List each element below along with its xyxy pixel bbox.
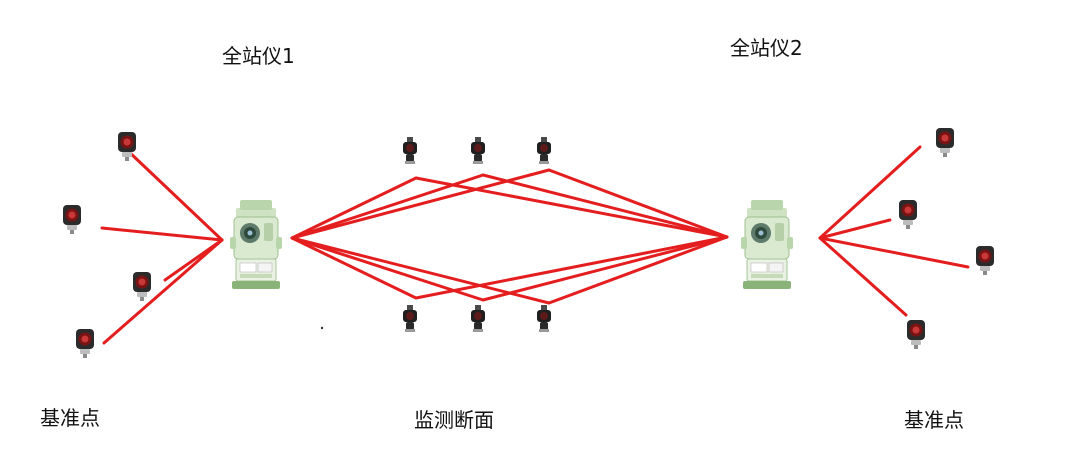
- sight-line: [818, 218, 892, 240]
- sight-line: [481, 173, 729, 239]
- monitoring-prism-icon: [537, 305, 551, 332]
- sight-line: [547, 168, 729, 239]
- benchmark-left-label: 基准点: [40, 406, 100, 430]
- station-2-label: 全站仪2: [730, 36, 803, 60]
- monitoring-section-label: 监测断面: [414, 408, 494, 432]
- monitoring-prism-icon: [403, 137, 417, 164]
- sight-line: [414, 235, 729, 300]
- reference-points-left: [63, 132, 151, 358]
- monitoring-prism-icon: [403, 305, 417, 332]
- reference-prism-icon: [76, 329, 94, 358]
- sight-line: [818, 236, 970, 269]
- station-1-label: 全站仪1: [222, 44, 295, 68]
- total-station-icon: [740, 199, 794, 290]
- reference-prism-icon: [907, 320, 925, 349]
- monitoring-points: [403, 137, 551, 332]
- benchmark-right-label: 基准点: [904, 408, 964, 432]
- reference-prism-icon: [899, 200, 917, 229]
- sight-line: [414, 176, 729, 239]
- sight-line: [290, 236, 551, 305]
- reference-prism-icon: [936, 128, 954, 157]
- sight-line: [100, 226, 224, 242]
- sight-line: [818, 236, 908, 317]
- monitoring-prism-icon: [537, 137, 551, 164]
- sight-line: [290, 176, 418, 240]
- reference-points-right: [899, 128, 994, 349]
- total-station-icon: [229, 199, 283, 290]
- sight-line: [818, 145, 922, 240]
- reference-prism-icon: [133, 272, 151, 301]
- reference-prism-icon: [63, 205, 81, 234]
- sight-lines: [100, 145, 970, 345]
- sight-line: [290, 236, 418, 300]
- sight-line: [547, 235, 729, 305]
- monitoring-prism-icon: [471, 305, 485, 332]
- sight-line: [481, 235, 729, 302]
- sight-line: [102, 238, 224, 345]
- monitoring-prism-icon: [471, 137, 485, 164]
- reference-prism-icon: [976, 246, 994, 275]
- sight-line: [125, 148, 224, 242]
